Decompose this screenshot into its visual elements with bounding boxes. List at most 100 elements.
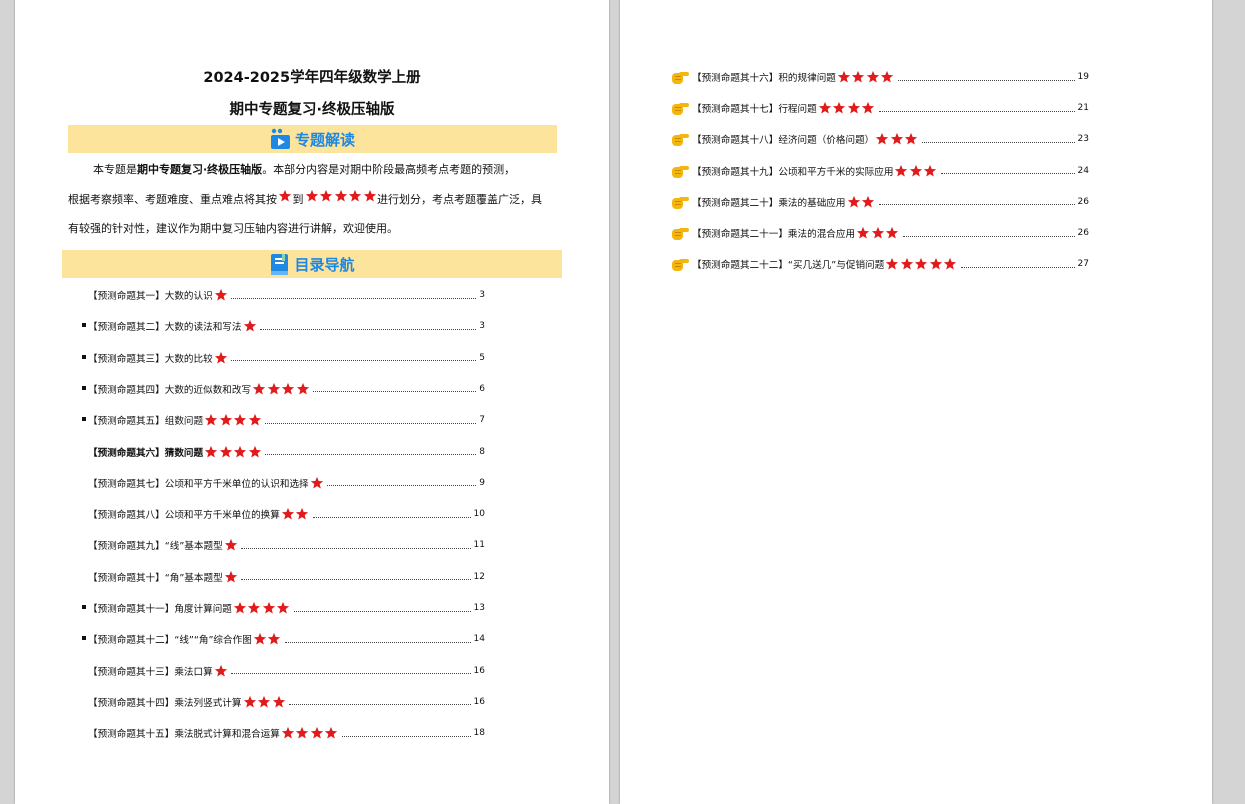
star-icon [944,258,957,270]
star-icon [348,189,362,202]
star-icon [296,382,309,395]
intro-text: 到 [292,192,304,206]
star-icon [905,133,918,145]
toc-entry-label: 【预测命题其七】公顷和平方千米单位的认识和选择 [88,478,309,490]
star-icon [885,226,899,239]
star-rating [214,351,229,365]
star-icon [257,695,271,708]
toc-entry-label: 【预测命题其十二】“线”“角”综合作图 [88,635,252,647]
toc-entry-title: 【预测命题其一】大数的认识 [88,288,228,302]
toc-entry-title: 【预测命题其四】大数的近似数和改写 [88,382,310,396]
toc-entry-title: 【预测命题其三】大数的比较 [88,351,228,365]
star-icon [233,601,247,614]
toc-page-number: 21 [1077,103,1089,114]
video-play-icon [270,128,292,150]
star-icon [862,102,875,114]
toc-entry-label: 【预测命题其六】猜数问题 [88,447,204,459]
star-rating [875,132,919,146]
intro-text: 本专题是 [93,163,137,176]
toc-entry[interactable]: 【预测命题其十八】经济问题（价格问题）23 [670,131,1089,147]
star-icon [205,414,218,426]
toc-page-number: 18 [473,728,485,739]
star-rating [818,101,876,115]
toc-entry-title: 【预测命题其二】大数的读法和写法 [88,319,257,333]
dot-leader [878,204,1075,206]
pointing-hand-icon [670,131,690,147]
star-icon [214,664,227,677]
star-icon [310,476,323,489]
toc-page-number: 14 [473,634,485,645]
toc-entry[interactable]: 【预测命题其三】大数的比较 5 [88,350,485,366]
intro-banner-label: 专题解读 [294,130,355,149]
dot-leader [327,485,477,487]
star-icon [334,189,347,202]
toc-entry-label: 【预测命题其二十二】“买几送几”与促销问题 [692,260,885,272]
toc-entry-title: 【预测命题其十七】行程问题 [692,101,876,115]
star-rating [224,570,239,584]
star-rating [233,601,291,615]
intro-emphasis: 期中专题复习·终极压轴版 [137,163,263,176]
star-icon [886,258,899,270]
intro-banner: 专题解读 [68,125,557,153]
toc-entry-label: 【预测命题其一】大数的认识 [88,291,213,302]
dot-leader [265,422,477,424]
intro-text: 有较强的针对性，建议作为期中复习压轴内容进行讲解，欢迎使用。 [68,222,398,235]
book-icon [269,253,291,275]
star-icon [262,601,276,614]
toc-entry[interactable]: 【预测命题其十二】“线”“角”综合作图 14 [88,631,485,647]
star-icon [895,164,908,177]
star-icon [234,414,247,426]
toc-entry-title: 【预测命题其十六】积的规律问题 [692,70,895,84]
toc-page-number: 3 [479,290,485,300]
dot-leader [878,110,1075,112]
star-rating [204,445,262,459]
toc-page-number: 11 [473,540,485,551]
toc-entry[interactable]: 【预测命题其四】大数的近似数和改写 6 [88,381,485,397]
toc-entry[interactable]: 【预测命题其十五】乘法脱式计算和混合运算 18 [88,725,485,741]
toc-entry-title: 【预测命题其二十一】乘法的混合应用 [692,226,900,240]
star-icon [214,288,227,301]
toc-entry-title: 【预测命题其七】公顷和平方千米单位的认识和选择 [88,476,324,490]
dot-leader [940,173,1075,175]
toc-entry-title: 【预测命题其六】猜数问题 [88,445,262,459]
toc-entry-label: 【预测命题其十四】乘法列竖式计算 [88,697,242,709]
star-rating [224,538,239,552]
toc-page-number: 5 [479,352,485,363]
toc-page-number: 27 [1077,259,1089,270]
toc-entry[interactable]: 【预测命题其一】大数的认识 3 [88,287,485,303]
toc-banner-label: 目录导航 [294,255,355,274]
toc-page-number: 13 [473,603,485,613]
intro-star-rating-max [305,189,378,203]
star-icon [205,445,218,458]
list-bullet [82,605,86,609]
dot-leader [289,704,471,706]
list-bullet [82,323,86,328]
star-rating [243,319,258,333]
toc-entry[interactable]: 【预测命题其二十二】“买几送几”与促销问题 27 [670,256,1089,272]
toc-entry-title: 【预测命题其十二】“线”“角”综合作图 [88,632,282,646]
star-icon [900,258,913,270]
star-rating [204,413,262,427]
toc-entry[interactable]: 【预测命题其十七】行程问题 21 [670,100,1089,116]
star-icon [248,445,261,458]
toc-entry-label: 【预测命题其十五】乘法脱式计算和混合运算 [88,729,280,741]
toc-page-number: 6 [479,383,485,394]
intro-star-rating-min [278,189,293,203]
dot-leader [231,297,477,299]
star-icon [847,195,860,208]
